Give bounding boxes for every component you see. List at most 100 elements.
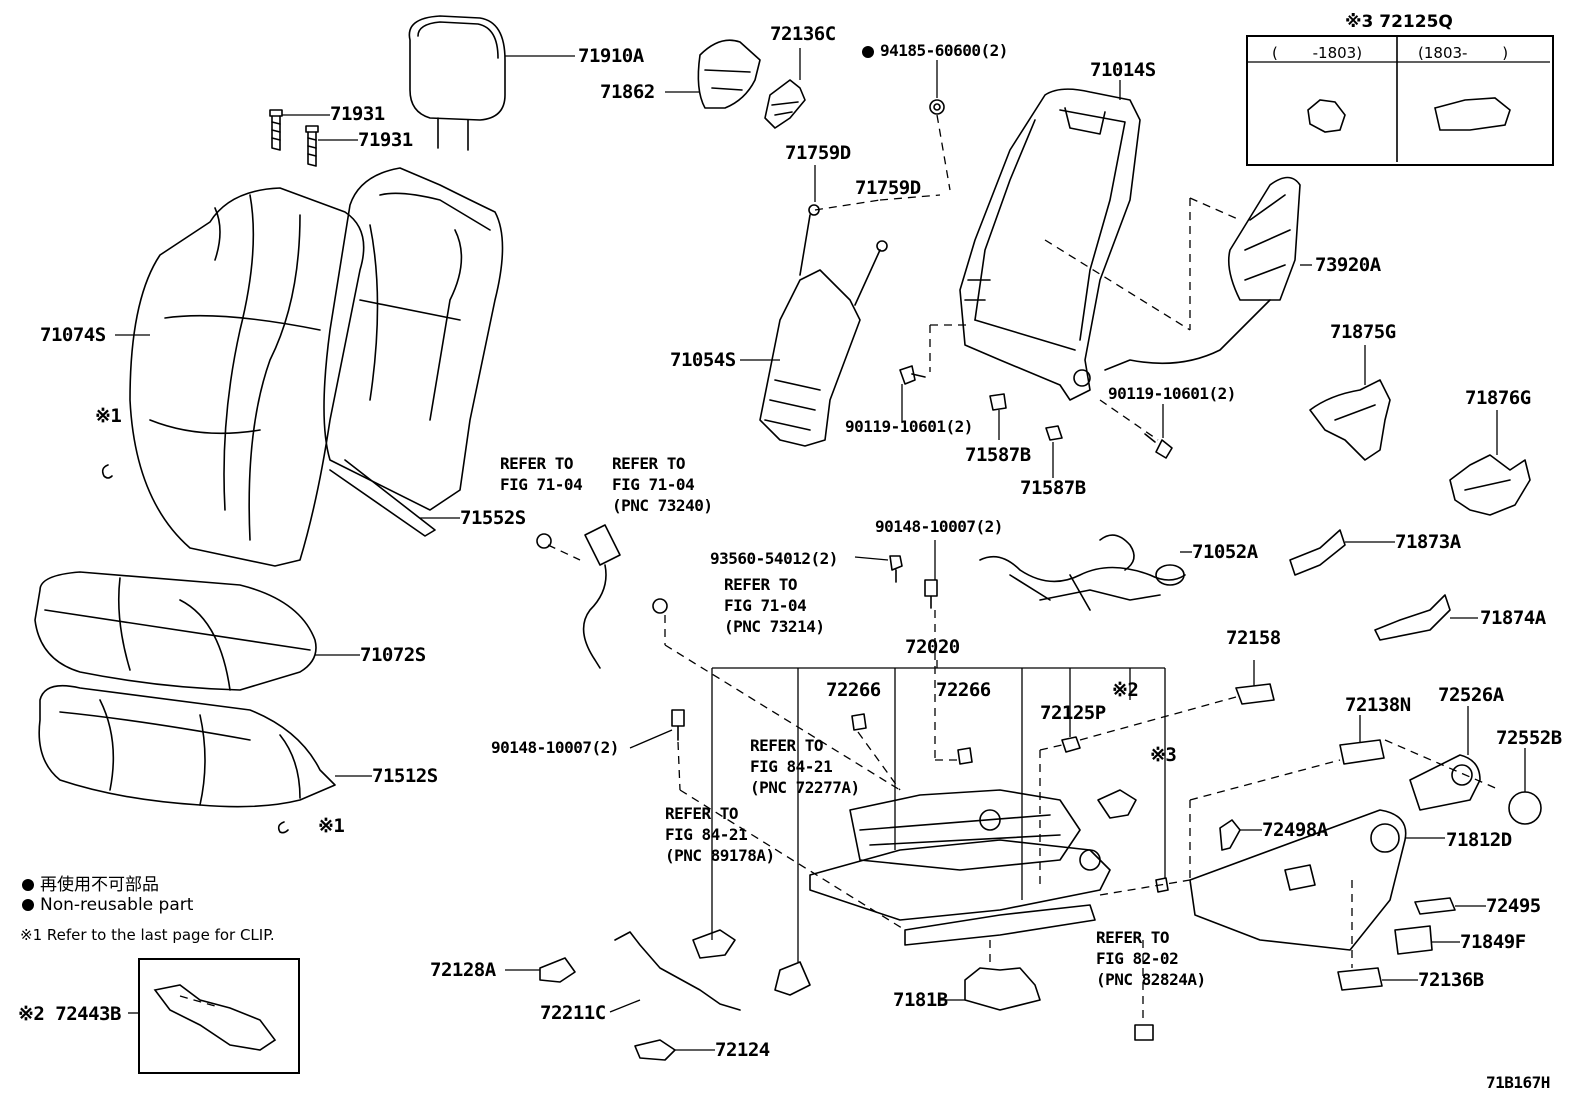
legend-clip-note: ※1 Refer to the last page for CLIP. (20, 926, 275, 944)
label-72266-b: 72266 (936, 679, 991, 701)
part-72124 (634, 1039, 676, 1061)
label-72136C: 72136C (770, 23, 836, 45)
label-72125P: 72125P (1040, 702, 1106, 724)
lever-72498A (1219, 819, 1241, 851)
cushion-pad-drawing (38, 684, 336, 808)
non-reusable-dot-icon (22, 879, 34, 891)
cover-71862-drawing (697, 39, 806, 129)
mark-2: ※2 (1112, 679, 1139, 701)
label-72124: 72124 (715, 1039, 770, 1061)
clip-b (277, 821, 289, 834)
inset-72443b-title: ※2 72443B (18, 1003, 121, 1025)
cap-72552B (1508, 791, 1542, 825)
label-72020: 72020 (905, 636, 960, 658)
label-90119-b: 90119-10601(2) (1108, 384, 1236, 403)
label-71873A: 71873A (1395, 531, 1461, 553)
inset-72443b-box (138, 958, 300, 1074)
label-71862: 71862 (600, 81, 655, 103)
non-reusable-dot-icon (22, 899, 34, 911)
bolt-90119-b (1144, 433, 1173, 459)
mark-1-b: ※1 (318, 815, 345, 837)
label-71759D-b: 71759D (855, 177, 921, 199)
label-71876G: 71876G (1465, 387, 1531, 409)
label-72128A: 72128A (430, 959, 496, 981)
legend-en-text: Non-reusable part (40, 895, 194, 915)
part-72128A (539, 957, 576, 983)
label-71931-a: 71931 (330, 103, 385, 125)
clip-71587B-b (1045, 425, 1063, 441)
label-71931-b: 71931 (358, 129, 413, 151)
label-71849F: 71849F (1460, 931, 1526, 953)
clip-a (101, 464, 113, 479)
seatback-cover-drawing (129, 187, 365, 567)
bracket-7181B (964, 967, 1041, 1011)
label-72266-a: 72266 (826, 679, 881, 701)
label-72498A: 72498A (1262, 819, 1328, 841)
cover-71876G (1449, 454, 1531, 516)
inset-72125q-col1: ( -1803) (1272, 44, 1363, 62)
label-71587B-a: 71587B (965, 444, 1031, 466)
part-72125P (1061, 736, 1081, 753)
label-71812D: 71812D (1446, 829, 1512, 851)
label-71052A: 71052A (1192, 541, 1258, 563)
label-71512S: 71512S (372, 765, 438, 787)
label-71054S: 71054S (670, 349, 736, 371)
cover-71874A (1374, 594, 1451, 641)
clip-71587B-a (989, 393, 1007, 411)
label-71874A: 71874A (1480, 607, 1546, 629)
label-71587B-b: 71587B (1020, 477, 1086, 499)
label-72495: 72495 (1486, 895, 1541, 917)
legend-jp-text: 再使用不可部品 (40, 875, 159, 895)
part-82824A (1134, 1024, 1154, 1041)
label-72136B: 72136B (1418, 969, 1484, 991)
headrest-drawing (408, 15, 506, 151)
label-72211C: 72211C (540, 1002, 606, 1024)
label-90148-b: 90148-10007(2) (491, 738, 619, 757)
inset-72125q-col2: (1803- ) (1418, 44, 1509, 62)
part-72158 (1235, 683, 1275, 705)
part-72136B (1337, 967, 1383, 991)
label-71910A: 71910A (578, 45, 644, 67)
part-72495 (1414, 897, 1456, 915)
label-71875G: 71875G (1330, 321, 1396, 343)
mark-3: ※3 (1150, 744, 1177, 766)
part-71849F (1394, 925, 1433, 955)
buckle-drawing (536, 524, 668, 669)
label-94185-text: 94185-60600(2) (880, 41, 1008, 60)
label-71074S: 71074S (40, 324, 106, 346)
knob-72526A (1409, 754, 1481, 811)
inset-72125q-title: ※3 72125Q (1345, 12, 1453, 32)
label-71014S: 71014S (1090, 59, 1156, 81)
clip-mark3 (1155, 877, 1169, 893)
seatback-pad-drawing (323, 167, 504, 537)
label-93560: 93560-54012(2) (710, 549, 838, 568)
label-72526A: 72526A (1438, 684, 1504, 706)
label-72138N: 72138N (1345, 694, 1411, 716)
part-72277A (774, 961, 811, 996)
airbag-drawing (1104, 176, 1301, 371)
mark-1-a: ※1 (95, 405, 122, 427)
bolt-93560 (889, 555, 903, 583)
bracket-mark2 (1097, 789, 1137, 819)
label-90119-a: 90119-10601(2) (845, 417, 973, 436)
label-71759D-a: 71759D (785, 142, 851, 164)
inset-72125q-box (1246, 35, 1554, 166)
legend-non-reusable-jp: 再使用不可部品 (22, 870, 159, 895)
bolt-90148-a (924, 579, 938, 609)
shield-71812D (1189, 809, 1407, 951)
label-7181B: 7181B (893, 989, 948, 1011)
bolt-90148-b (671, 709, 685, 741)
diagram-code: 71B167H (1486, 1073, 1550, 1092)
bolt-90119-a (899, 365, 926, 385)
label-72158: 72158 (1226, 627, 1281, 649)
nut-94185 (929, 99, 945, 115)
seat-adjuster-drawing (809, 789, 1111, 946)
